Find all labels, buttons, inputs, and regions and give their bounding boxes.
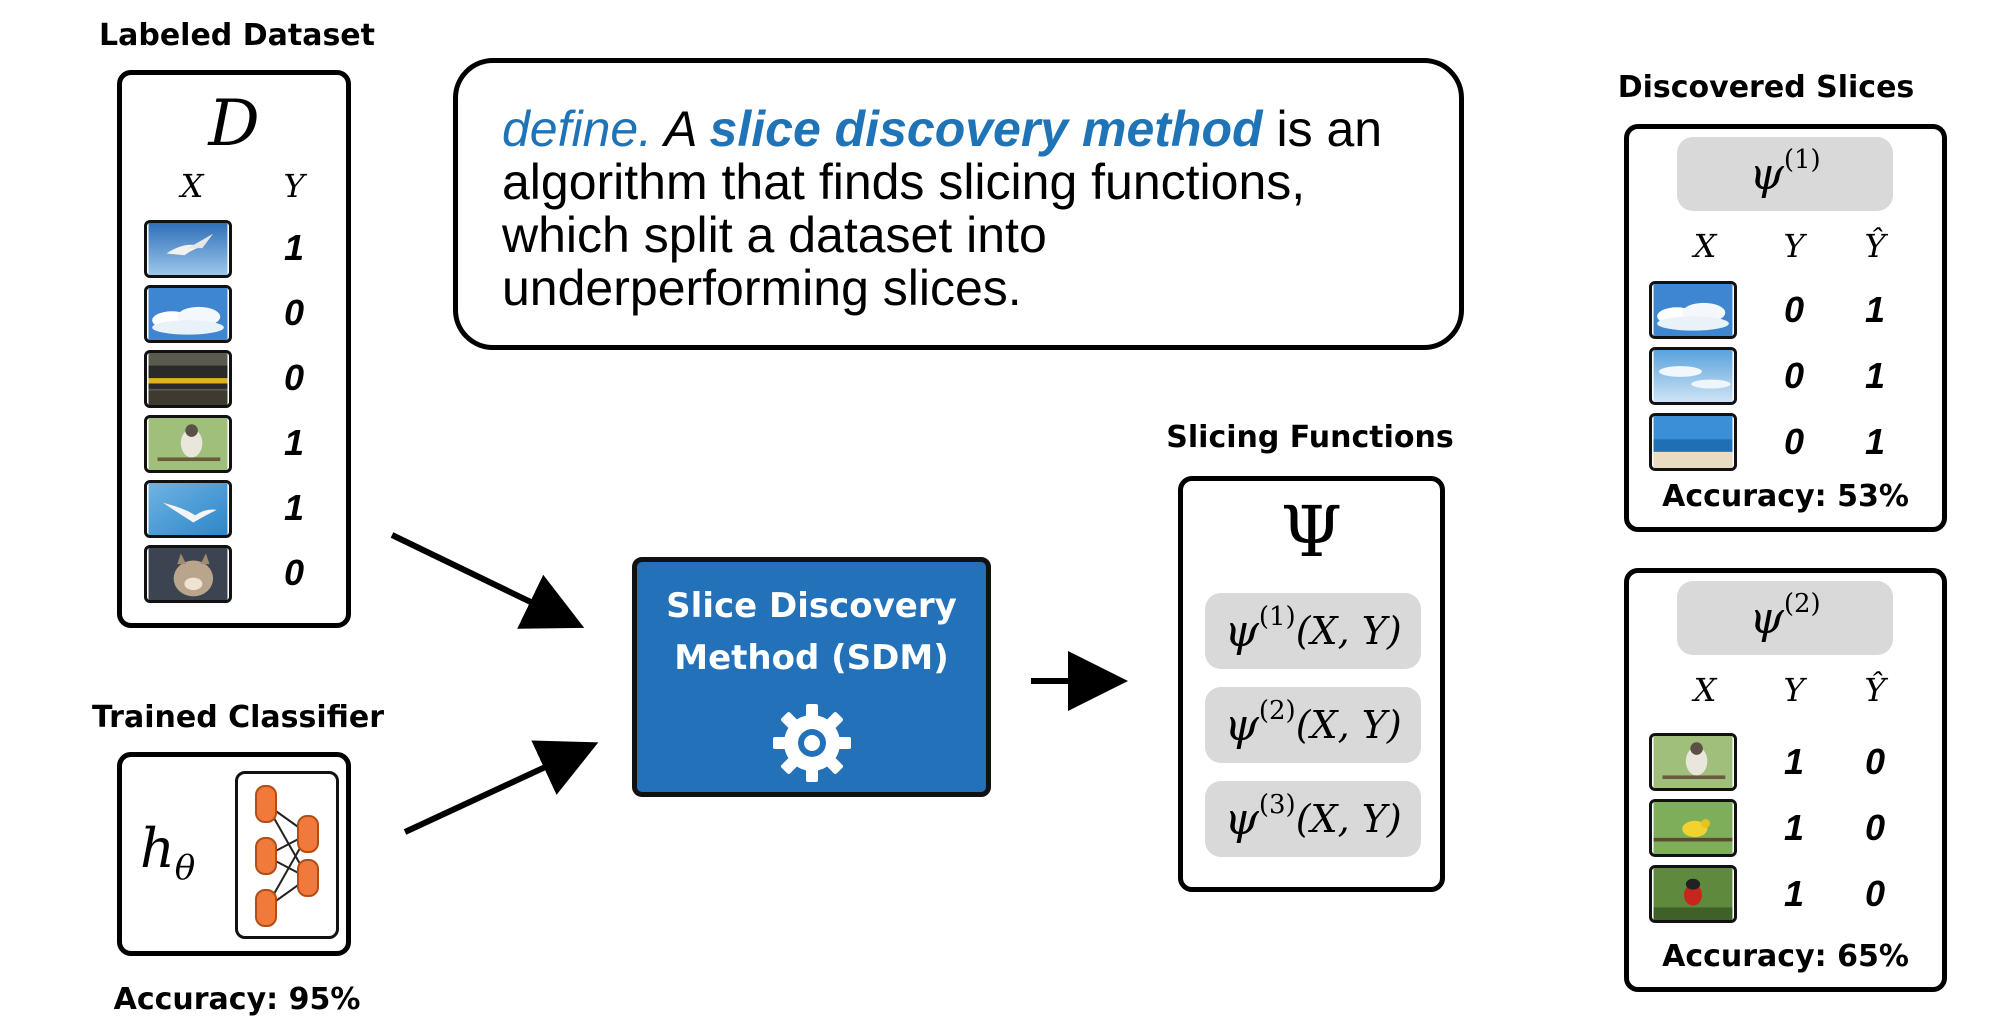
slice-1-y-1: 0 <box>1783 289 1805 330</box>
discovered-slices-heading: Discovered Slices <box>1617 70 1915 105</box>
slicing-function-2-psi: ψ <box>1224 699 1259 751</box>
slicing-function-3-psi: ψ <box>1224 793 1259 845</box>
dataset-symbol: D <box>208 87 260 161</box>
slicing-function-3-index: (3) <box>1258 790 1296 820</box>
slice-2-yhat-1: 0 <box>1864 741 1886 782</box>
classifier-accuracy: Accuracy: 95% <box>113 982 361 1017</box>
slice-1-yhat-3: 1 <box>1864 421 1886 462</box>
slice-1-accuracy: Accuracy: 53% <box>1662 479 1909 514</box>
dataset-image-gull-flying <box>144 480 232 538</box>
classifier-h: h <box>140 817 175 880</box>
classifier-theta: θ <box>174 847 196 888</box>
slice-2-col-yhat: Ŷ <box>1864 671 1886 709</box>
slicing-functions-panel: Ψ ψ(1)(X, Y) ψ(2)(X, Y) ψ(3)(X, Y) <box>1178 476 1445 892</box>
slicing-function-1-index: (1) <box>1258 602 1296 632</box>
slicing-function-1-args: (X, Y) <box>1295 609 1402 653</box>
slice-2-accuracy: Accuracy: 65% <box>1662 939 1909 974</box>
dataset-y-5: 1 <box>283 487 305 528</box>
slice-1-image-clouds <box>1649 281 1737 339</box>
dataset-image-clouds <box>144 285 232 343</box>
dataset-y-3: 0 <box>283 357 305 398</box>
gear-icon <box>773 704 851 782</box>
classifier-heading: Trained Classifier <box>92 700 385 735</box>
slice-1-col-yhat: Ŷ <box>1864 227 1886 265</box>
slice-1-image-beach <box>1649 413 1737 471</box>
dataset-y-4: 1 <box>283 422 305 463</box>
definition-lead: define. <box>502 101 653 157</box>
arrow-classifier-to-sdm <box>403 740 599 835</box>
slice-2-yhat-2: 0 <box>1864 807 1886 848</box>
slice-1-yhat-1: 1 <box>1864 289 1886 330</box>
classifier-panel: hθ <box>117 752 351 956</box>
slice-1-y-2: 0 <box>1783 355 1805 396</box>
discovered-slice-1: ψ(1) X Y Ŷ 0 1 0 1 0 1 Accuracy: 53% <box>1624 124 1947 532</box>
sdm-label-line2: Method (SDM) <box>674 638 949 678</box>
slice-1-index: (1) <box>1783 145 1821 175</box>
discovered-slice-2: ψ(2) X Y Ŷ 1 0 1 0 1 0 Accuracy: 65% <box>1624 568 1947 992</box>
definition-callout: define. A slice discovery method is an a… <box>453 58 1464 350</box>
slice-1-col-y: Y <box>1783 227 1805 265</box>
dataset-panel: D X Y 1 0 0 1 1 0 <box>117 70 351 628</box>
slice-1-col-x: X <box>1693 227 1717 265</box>
slice-1-psi: ψ <box>1749 148 1784 200</box>
slice-2-image-perched-bird <box>1649 733 1737 791</box>
dataset-heading: Labeled Dataset <box>98 18 375 53</box>
sdm-box: Slice Discovery Method (SDM) <box>632 557 991 797</box>
slicing-function-3: ψ(3)(X, Y) <box>1205 781 1421 857</box>
slice-1-y-3: 0 <box>1783 421 1805 462</box>
slicing-functions-heading: Slicing Functions <box>1166 420 1454 455</box>
slice-2-col-y: Y <box>1783 671 1805 709</box>
definition-rest: is an algorithm that finds slicing funct… <box>502 101 1383 316</box>
slicing-function-1: ψ(1)(X, Y) <box>1205 593 1421 669</box>
definition-article: A <box>652 101 710 157</box>
slicing-function-2: ψ(2)(X, Y) <box>1205 687 1421 763</box>
dataset-image-cat <box>144 545 232 603</box>
dataset-image-train <box>144 350 232 408</box>
slice-1-image-blue-sky <box>1649 347 1737 405</box>
definition-text: define. A slice discovery method is an a… <box>502 103 1422 315</box>
slice-2-yhat-3: 0 <box>1864 873 1886 914</box>
slice-2-y-3: 1 <box>1783 873 1805 914</box>
slice-2-col-x: X <box>1693 671 1717 709</box>
slice-1-yhat-2: 1 <box>1864 355 1886 396</box>
slicing-function-2-index: (2) <box>1258 696 1296 726</box>
slice-2-index: (2) <box>1783 589 1821 619</box>
dataset-y-6: 0 <box>283 552 305 593</box>
slicing-function-1-psi: ψ <box>1224 605 1259 657</box>
definition-term: slice discovery method <box>709 101 1263 157</box>
dataset-y-2: 0 <box>283 292 305 333</box>
slicing-function-3-args: (X, Y) <box>1295 797 1402 841</box>
sdm-label-line1: Slice Discovery <box>666 586 957 626</box>
arrow-dataset-to-sdm <box>390 532 585 629</box>
dataset-image-bird-in-sky <box>144 220 232 278</box>
dataset-col-y: Y <box>283 167 305 205</box>
slicing-functions-symbol: Ψ <box>1280 491 1343 573</box>
slice-2-psi: ψ <box>1749 592 1784 644</box>
slicing-function-2-args: (X, Y) <box>1295 703 1402 747</box>
slice-1-psi-label: ψ(1) <box>1677 137 1893 211</box>
slice-2-image-yellow-bird <box>1649 799 1737 857</box>
dataset-y-1: 1 <box>283 227 305 268</box>
dataset-image-perched-bird <box>144 415 232 473</box>
dataset-col-x: X <box>180 167 204 205</box>
slice-2-y-1: 1 <box>1783 741 1805 782</box>
neural-network-icon <box>235 771 339 939</box>
classifier-symbol: hθ <box>140 817 195 888</box>
slice-2-image-red-bird <box>1649 865 1737 923</box>
slice-2-psi-label: ψ(2) <box>1677 581 1893 655</box>
slice-2-y-2: 1 <box>1783 807 1805 848</box>
